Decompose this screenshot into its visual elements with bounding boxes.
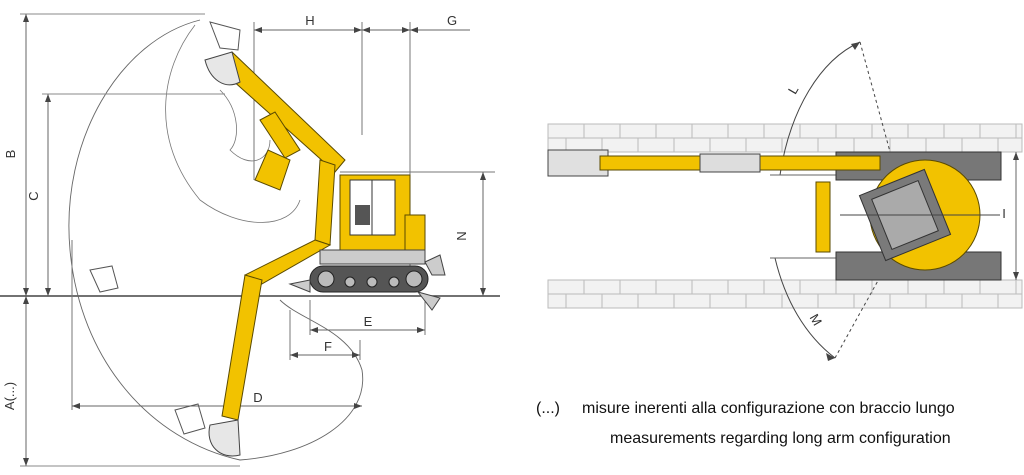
label-L: L — [785, 83, 802, 97]
reach-envelope — [68, 19, 364, 461]
label-D: D — [253, 390, 262, 405]
note-marker: (...) — [536, 400, 560, 417]
note-italian-text: misure inerenti alla configurazione con … — [582, 400, 955, 417]
ghost-positions — [89, 21, 241, 435]
label-H: H — [305, 13, 314, 28]
label-G: G — [447, 13, 457, 28]
label-F: F — [324, 339, 332, 354]
note-english-text: measurements regarding long arm configur… — [610, 430, 951, 447]
side-view — [0, 13, 500, 467]
excavator-side-view — [204, 51, 446, 457]
inner-envelope-2 — [219, 89, 271, 162]
note-italian: (...) misure inerenti alla configurazione… — [536, 400, 955, 418]
label-N: N — [454, 231, 469, 240]
inner-envelope — [165, 24, 301, 223]
note-english: measurements regarding long arm configur… — [610, 430, 951, 448]
top-view — [547, 41, 1023, 361]
label-A: A(...) — [2, 382, 17, 410]
swing-arc-M — [774, 257, 836, 359]
label-E: E — [364, 314, 373, 329]
swing-arc-L — [779, 41, 861, 176]
label-C: C — [26, 191, 41, 200]
dimension-labels: A(...) B C D E F G H N L M I — [2, 13, 1006, 410]
label-B: B — [3, 150, 18, 159]
label-I: I — [1002, 206, 1006, 221]
label-M: M — [807, 311, 825, 328]
